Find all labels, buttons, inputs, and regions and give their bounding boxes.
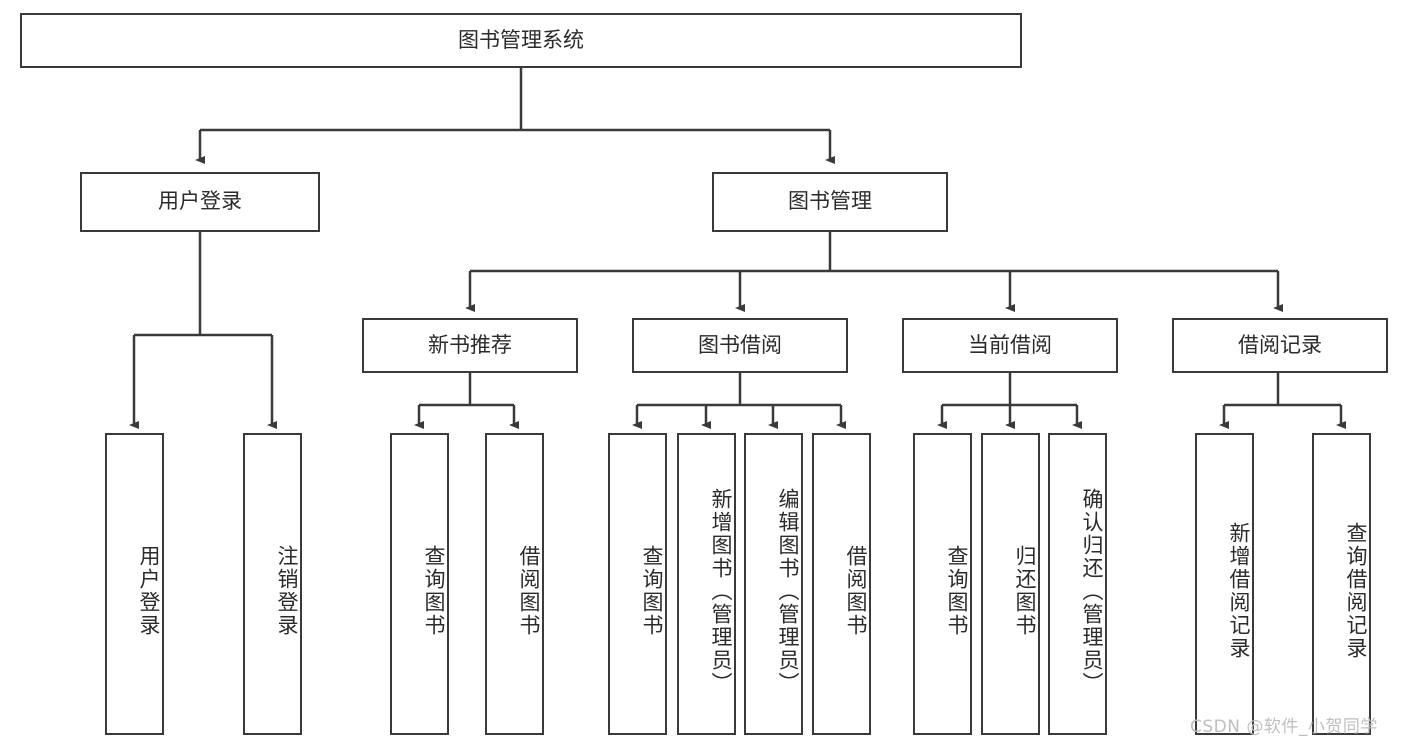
leaf-borrow-book-recommend[interactable]: 借阅图书 — [485, 433, 544, 735]
leaf-edit-book-admin-label: 编辑图书（管理员） — [776, 487, 800, 695]
leaf-add-borrow-record[interactable]: 新增借阅记录 — [1195, 433, 1254, 735]
node-user-login[interactable]: 用户登录 — [80, 172, 320, 232]
leaf-query-borrow-record-label: 查询借阅记录 — [1344, 522, 1368, 660]
node-borrow-record[interactable]: 借阅记录 — [1172, 318, 1388, 373]
leaf-return-book-label: 归还图书 — [1013, 545, 1037, 637]
leaf-confirm-return-admin-label: 确认归还（管理员） — [1080, 487, 1104, 695]
leaf-query-book-current-label: 查询图书 — [945, 545, 969, 637]
node-book-manage[interactable]: 图书管理 — [712, 172, 948, 232]
leaf-query-book-current[interactable]: 查询图书 — [913, 433, 972, 735]
node-book-borrow[interactable]: 图书借阅 — [632, 318, 848, 373]
node-book-borrow-label: 图书借阅 — [698, 332, 782, 357]
leaf-query-book-borrow-label: 查询图书 — [640, 545, 664, 637]
node-root[interactable]: 图书管理系统 — [20, 13, 1022, 68]
leaf-add-borrow-record-label: 新增借阅记录 — [1227, 522, 1251, 660]
node-root-label: 图书管理系统 — [458, 27, 584, 52]
leaf-user-login-label: 用户登录 — [137, 545, 161, 637]
node-current-borrow-label: 当前借阅 — [968, 332, 1052, 357]
node-borrow-record-label: 借阅记录 — [1238, 332, 1322, 357]
leaf-logout[interactable]: 注销登录 — [243, 433, 302, 735]
leaf-borrow-book-borrow[interactable]: 借阅图书 — [812, 433, 871, 735]
leaf-query-book-recommend-label: 查询图书 — [422, 545, 446, 637]
watermark: CSDN @软件_小贺同学 — [1190, 717, 1378, 737]
node-user-login-label: 用户登录 — [158, 189, 242, 214]
node-book-manage-label: 图书管理 — [788, 189, 872, 214]
leaf-confirm-return-admin[interactable]: 确认归还（管理员） — [1048, 433, 1107, 735]
leaf-query-borrow-record[interactable]: 查询借阅记录 — [1312, 433, 1371, 735]
leaf-query-book-borrow[interactable]: 查询图书 — [608, 433, 667, 735]
node-current-borrow[interactable]: 当前借阅 — [902, 318, 1118, 373]
leaf-query-book-recommend[interactable]: 查询图书 — [390, 433, 449, 735]
leaf-borrow-book-recommend-label: 借阅图书 — [517, 545, 541, 637]
leaf-logout-label: 注销登录 — [275, 545, 299, 637]
node-new-book-recommend[interactable]: 新书推荐 — [362, 318, 578, 373]
leaf-return-book[interactable]: 归还图书 — [981, 433, 1040, 735]
node-new-book-recommend-label: 新书推荐 — [428, 332, 512, 357]
leaf-add-book-admin-label: 新增图书（管理员） — [709, 487, 733, 695]
leaf-add-book-admin[interactable]: 新增图书（管理员） — [677, 433, 736, 735]
leaf-borrow-book-borrow-label: 借阅图书 — [844, 545, 868, 637]
leaf-user-login[interactable]: 用户登录 — [105, 433, 164, 735]
leaf-edit-book-admin[interactable]: 编辑图书（管理员） — [744, 433, 803, 735]
